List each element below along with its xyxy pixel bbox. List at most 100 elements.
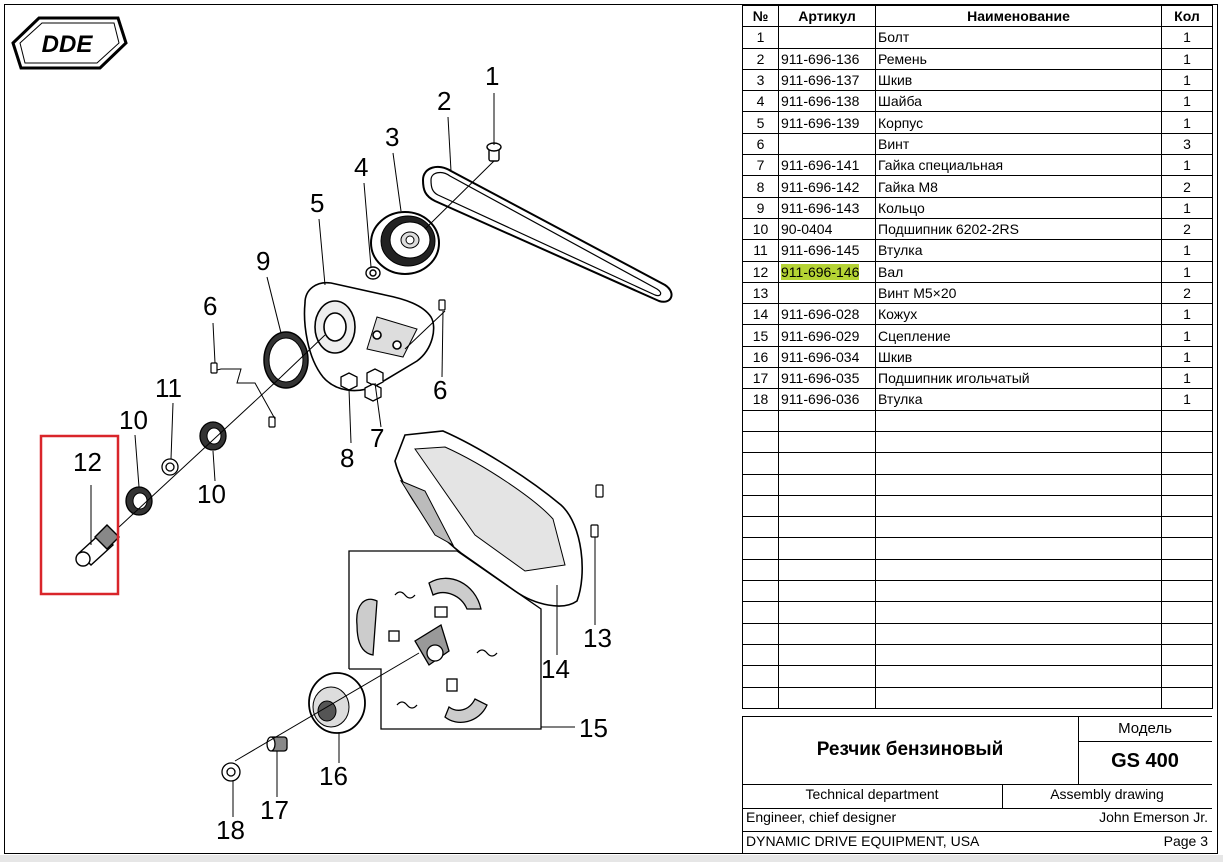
cell-article: [778, 494, 876, 518]
belt-part: [421, 165, 673, 303]
bearing-parts: [125, 421, 227, 516]
cell-article: 911-696-029: [778, 324, 876, 347]
shaft-part: [75, 524, 120, 567]
cell-qty: [1161, 558, 1213, 582]
screw-parts: [210, 299, 604, 538]
needle-bearing-part: [266, 736, 288, 752]
axis-lines: [118, 160, 495, 762]
cell-article: 911-696-142: [778, 175, 876, 198]
table-row: [742, 622, 1213, 645]
company-name: DYNAMIC DRIVE EQUIPMENT, USA: [746, 833, 980, 849]
model-label: Модель: [1118, 720, 1172, 737]
callout-13: 13: [583, 623, 612, 653]
title-block-left-line: [742, 716, 743, 853]
callout-17: 17: [260, 795, 289, 825]
cell-name: [875, 452, 1162, 475]
table-row: [742, 665, 1213, 688]
cell-no: 11: [742, 239, 779, 262]
callout-14: 14: [541, 654, 570, 684]
cell-article: 911-696-139: [778, 111, 876, 134]
drawing-type: Assembly drawing: [1050, 786, 1164, 802]
callout-18: 18: [216, 815, 245, 845]
cell-qty: [1161, 686, 1213, 709]
washer-part: [365, 266, 381, 280]
cell-article: 911-696-138: [778, 90, 876, 113]
cell-name: Кольцо: [875, 196, 1162, 219]
cell-qty: 1: [1161, 26, 1213, 49]
exploded-view-drawing: DDE: [11, 16, 673, 845]
table-header-row: № Артикул Наименование Кол: [742, 4, 1213, 28]
cell-article: [778, 409, 876, 432]
cell-article: 911-696-141: [778, 154, 876, 177]
callout-8: 8: [340, 443, 354, 473]
callout-12: 12: [73, 447, 102, 477]
cell-no: [742, 430, 779, 454]
dept-divider: [1002, 784, 1003, 808]
table-row: [742, 516, 1213, 539]
header-qty: Кол: [1161, 4, 1213, 28]
callout-7: 7: [370, 423, 384, 453]
sleeve-part: [161, 458, 179, 476]
cell-no: 14: [742, 303, 779, 326]
bolt-part: [486, 142, 502, 162]
cell-name: Втулка: [875, 239, 1162, 262]
cell-article: 911-696-136: [778, 47, 876, 70]
housing-part: [303, 281, 435, 392]
cell-name: Ремень: [875, 47, 1162, 70]
cell-qty: [1161, 665, 1213, 688]
cell-article: [778, 132, 876, 156]
cell-no: 8: [742, 175, 779, 198]
clutch-part: [356, 577, 498, 723]
cell-qty: 1: [1161, 324, 1213, 347]
cover-part: [394, 430, 583, 607]
table-row: [742, 409, 1213, 432]
highlighted-article: 911-696-146: [781, 263, 860, 280]
cell-name: [875, 686, 1162, 709]
cell-no: 9: [742, 196, 779, 219]
cell-no: [742, 601, 779, 624]
cell-qty: [1161, 473, 1213, 496]
cell-article: [778, 580, 876, 603]
cell-qty: [1161, 452, 1213, 475]
cell-qty: 1: [1161, 367, 1213, 390]
cell-article: [778, 643, 876, 667]
cell-name: [875, 580, 1162, 603]
cell-no: 10: [742, 217, 779, 241]
dde-logo: DDE: [11, 16, 128, 70]
cell-article: [778, 622, 876, 645]
cell-article: [778, 452, 876, 475]
cell-qty: [1161, 494, 1213, 518]
cell-no: 18: [742, 388, 779, 411]
cell-no: 6: [742, 132, 779, 156]
callout-10b: 10: [197, 479, 226, 509]
cell-name: Шкив: [875, 68, 1162, 92]
cell-qty: [1161, 537, 1213, 560]
cell-no: [742, 558, 779, 582]
callout-4: 4: [354, 152, 368, 182]
cell-no: 4: [742, 90, 779, 113]
cell-qty: 1: [1161, 154, 1213, 177]
callout-5: 5: [310, 188, 324, 218]
cell-qty: [1161, 643, 1213, 667]
cell-article: [778, 516, 876, 539]
cell-name: Кожух: [875, 303, 1162, 326]
callout-10a: 10: [119, 405, 148, 435]
table-row: [742, 537, 1213, 560]
title-block-line-2: [742, 784, 1212, 785]
callout-2: 2: [437, 86, 451, 116]
pulley-part: [370, 211, 440, 275]
header-no: №: [742, 4, 779, 28]
cell-article: [778, 281, 876, 305]
cell-name: [875, 665, 1162, 688]
cell-no: [742, 665, 779, 688]
